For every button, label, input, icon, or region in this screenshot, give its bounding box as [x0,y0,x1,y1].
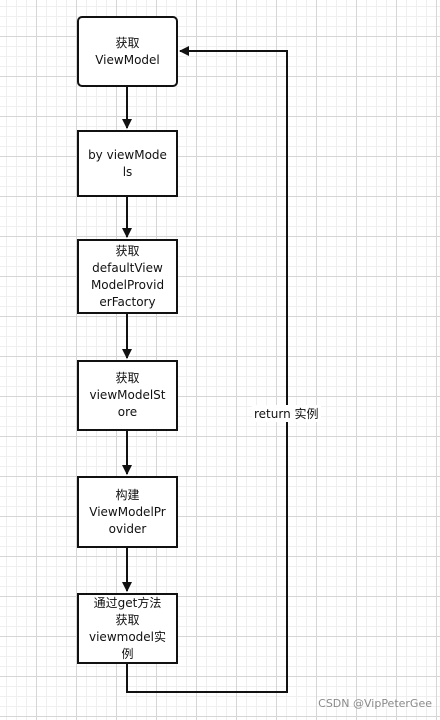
node-get-viewmodel: 获取 ViewModel [77,16,178,87]
node-build-viewmodel-provider: 构建 ViewModelPr ovider [77,476,178,548]
node-text-line: 获取 [115,371,140,385]
node-text-line: viewmodel实 [89,629,166,644]
edge-label-return: return 实例 [252,405,321,422]
node-text-line: ViewModelPr [89,504,166,519]
node-text-line: erFactory [99,294,156,309]
node-get-viewmodel-store: 获取 viewModelSt ore [77,360,178,431]
node-text-line: ModelProvid [90,277,165,292]
node-text-line: ViewModel [95,52,160,67]
node-text-line: ovider [108,521,147,536]
node-text-line: viewModelSt [89,388,166,402]
node-text-line: ls [122,164,133,179]
node-text-line: 构建 [115,487,140,502]
node-by-viewmodels: by viewMode ls [77,130,178,197]
node-text-line: 获取 [115,35,140,50]
node-get-via-get-method: 通过get方法获取 viewmodel实例 [77,593,178,664]
node-text-line: ore [117,405,138,419]
node-text-line: 例 [121,646,134,661]
node-text-line: defaultView [92,260,163,275]
node-text-line: 通过get方法 [93,595,162,610]
node-text-line: 获取 [115,612,140,627]
watermark: CSDN @VipPeterGee [318,697,432,710]
node-text-line: 获取 [115,243,140,258]
node-text-line: by viewMode [88,147,167,162]
edge-return-loop [126,46,288,693]
